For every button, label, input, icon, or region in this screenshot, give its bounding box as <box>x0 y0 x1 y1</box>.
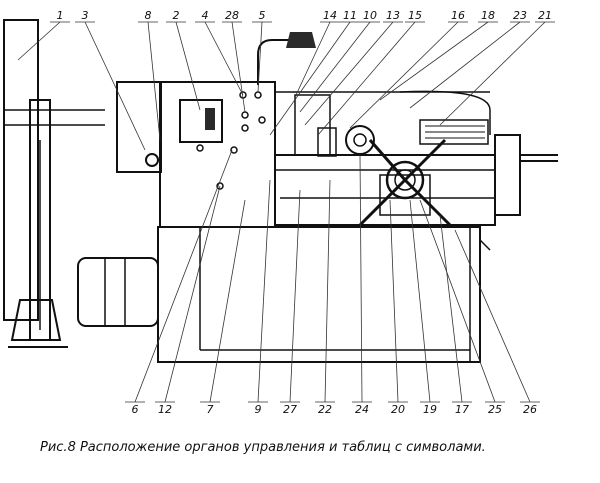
callout-4: 4 <box>202 9 209 22</box>
callout-7: 7 <box>207 403 214 416</box>
callouts-bottom: 6 12 7 9 27 22 24 20 19 17 25 26 <box>125 401 540 416</box>
callout-22: 22 <box>318 403 332 416</box>
callout-13: 13 <box>386 9 400 22</box>
callout-27: 27 <box>283 403 297 416</box>
callout-26: 26 <box>523 403 537 416</box>
callout-1: 1 <box>57 9 64 22</box>
callout-12: 12 <box>158 403 172 416</box>
callout-11: 11 <box>343 9 357 22</box>
callout-10: 10 <box>363 9 377 22</box>
callout-24: 24 <box>355 403 369 416</box>
callout-28: 28 <box>225 9 239 22</box>
leader-lines <box>17 21 546 403</box>
callout-2: 2 <box>173 9 180 22</box>
callout-25: 25 <box>488 403 502 416</box>
callout-14: 14 <box>323 9 337 22</box>
callout-18: 18 <box>481 9 495 22</box>
callout-23: 23 <box>513 9 527 22</box>
callout-3: 3 <box>82 9 89 22</box>
callout-17: 17 <box>455 403 469 416</box>
callout-21: 21 <box>538 9 552 22</box>
figure-caption: Рис.8 Расположение органов управления и … <box>40 440 486 455</box>
callout-8: 8 <box>145 9 152 22</box>
callout-9: 9 <box>255 403 262 416</box>
callout-20: 20 <box>391 403 405 416</box>
callout-19: 19 <box>423 403 437 416</box>
callout-15: 15 <box>408 9 422 22</box>
callout-6: 6 <box>132 403 139 416</box>
callout-16: 16 <box>451 9 465 22</box>
machine-drawing <box>3 19 558 363</box>
callout-5: 5 <box>259 9 266 22</box>
